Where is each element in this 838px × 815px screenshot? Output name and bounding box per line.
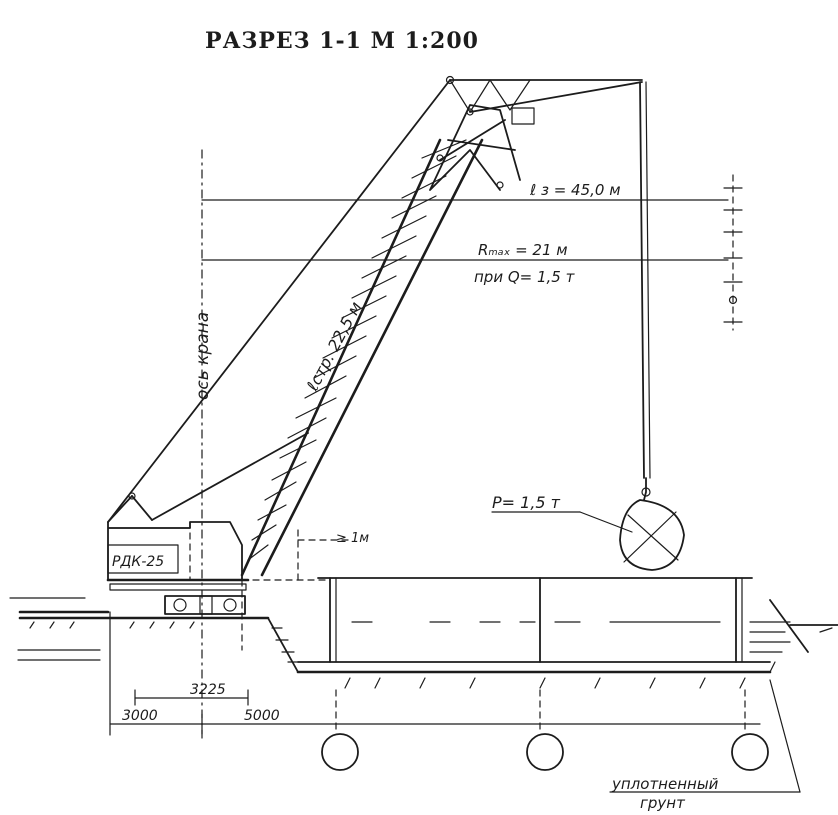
crane-boom xyxy=(240,104,521,577)
dimension-3000: 3000 xyxy=(122,708,158,724)
boom-stay-rope xyxy=(151,432,309,521)
trench xyxy=(267,617,772,689)
culvert-structure xyxy=(317,577,753,663)
crane-tracks xyxy=(106,578,250,615)
crane-model-label: РДК-25 xyxy=(112,554,164,570)
load-label: P= 1,5 т xyxy=(492,493,561,512)
dimension-5000: 5000 xyxy=(244,708,280,724)
crane-footprint xyxy=(189,521,331,651)
ground-surface xyxy=(9,597,270,661)
right-bank xyxy=(749,599,838,673)
support-circle-center xyxy=(526,733,564,771)
clearance-label: ≥ 1м xyxy=(336,531,369,546)
rmax-label: Rₘₐₓ = 21 м xyxy=(478,241,568,259)
dimension-chain xyxy=(109,611,761,736)
soil-label-line1: уплотненный xyxy=(611,775,719,793)
support-circle-left xyxy=(321,733,359,771)
elevation-marker xyxy=(723,174,743,331)
crane-jib xyxy=(445,75,643,125)
hoist-rope xyxy=(639,81,645,479)
crane-axis-label: ось крана xyxy=(193,312,213,400)
boom-length-label: ℓстр. 22,5 м xyxy=(302,299,365,395)
drawing-title: РАЗРЕЗ 1-1 М 1:200 xyxy=(205,28,479,54)
soil-label-line2: грунт xyxy=(640,794,686,812)
support-circle-right xyxy=(731,733,769,771)
boom-pendant-rope xyxy=(107,79,451,523)
reach-label: ℓ з = 45,0 м xyxy=(529,181,621,199)
rmax-load-label: при Q= 1,5 т xyxy=(474,268,576,286)
soil-leader xyxy=(769,679,801,793)
load-grab xyxy=(619,477,685,571)
dimension-3225: 3225 xyxy=(190,682,226,698)
